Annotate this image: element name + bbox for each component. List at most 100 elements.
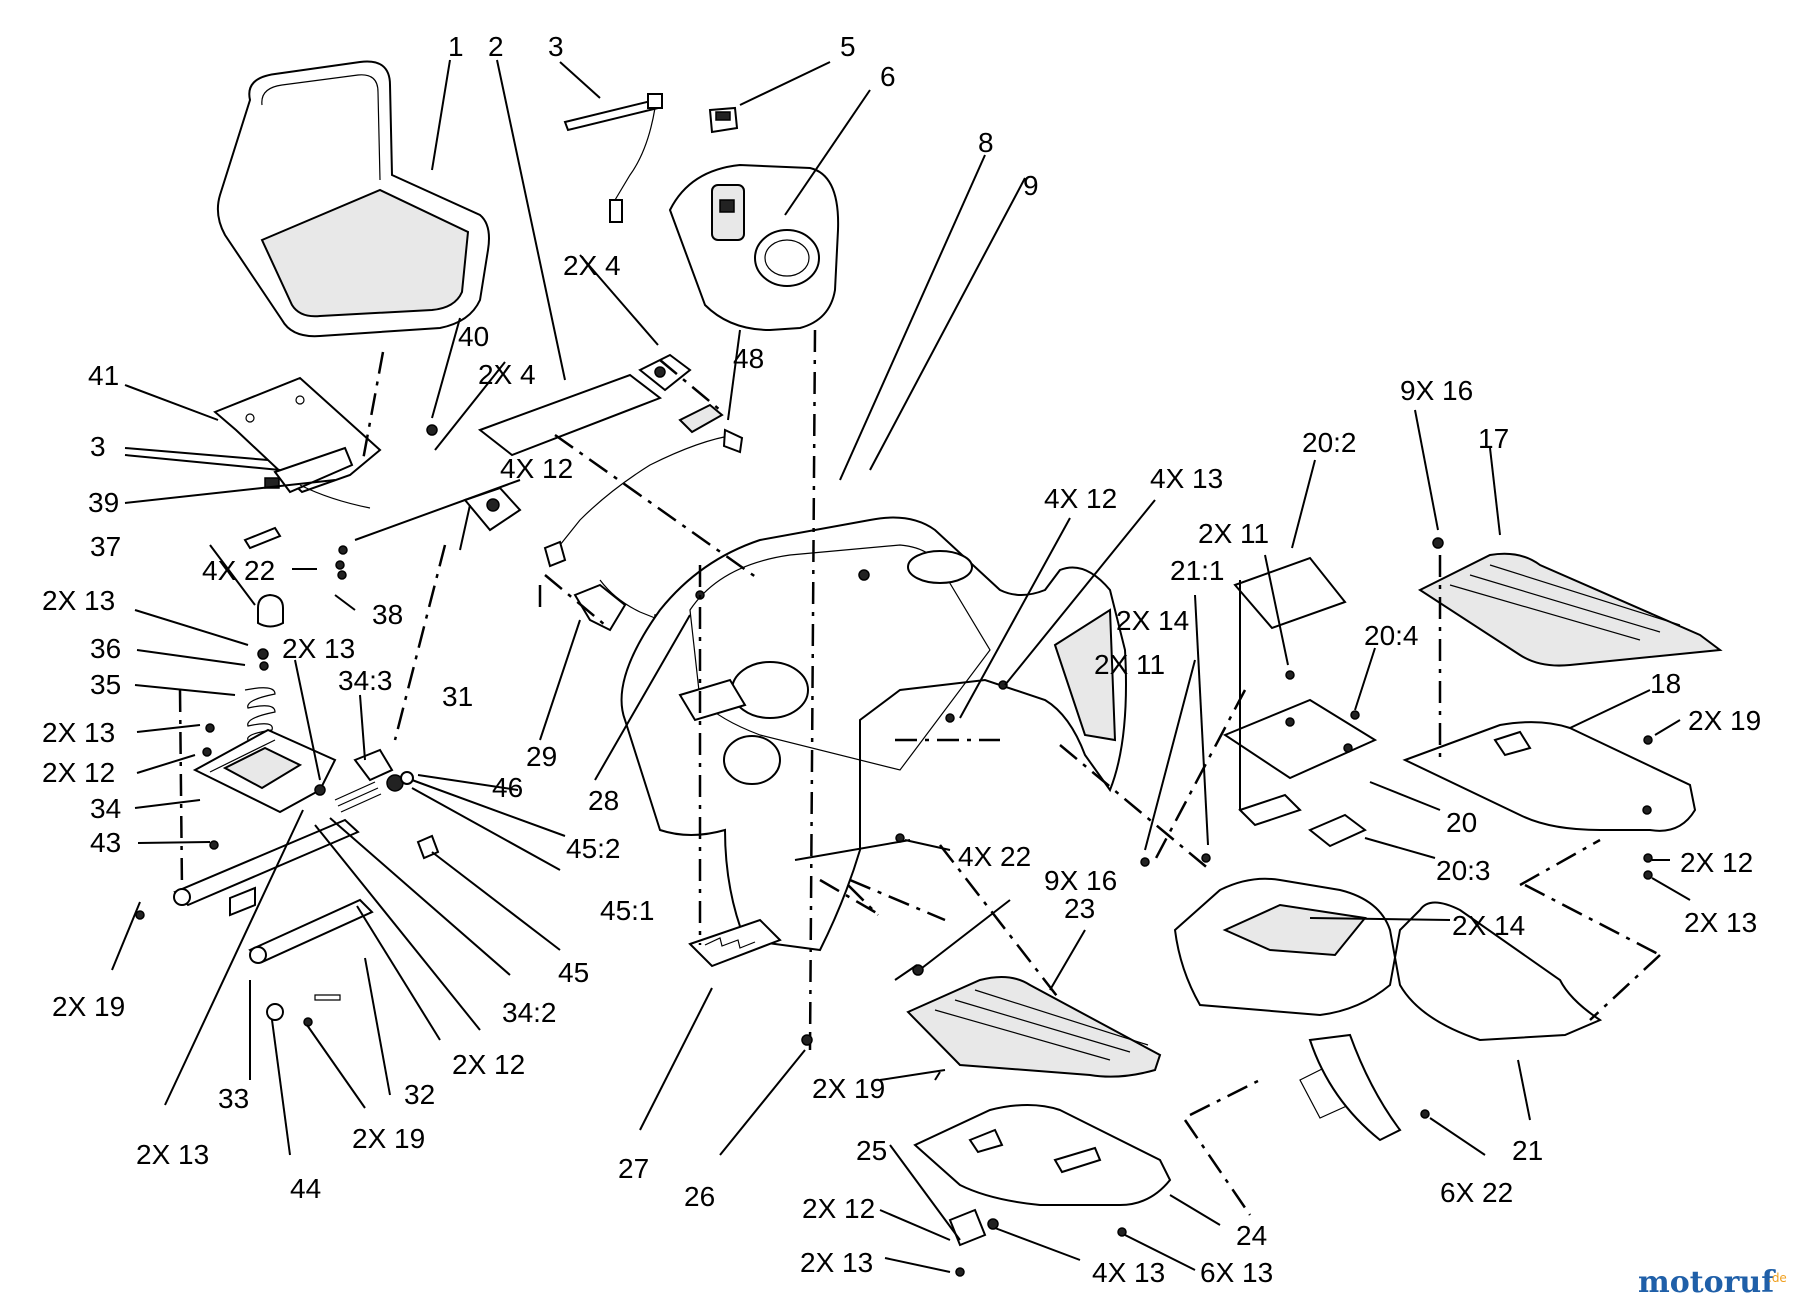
rear-fender-body xyxy=(620,516,1127,952)
callout-45: 45 xyxy=(558,957,589,988)
callout-37: 37 xyxy=(90,531,121,562)
callout-45-2: 45:2 xyxy=(566,833,621,864)
callout-4x22-mid: 4X 22 xyxy=(958,841,1031,872)
callout-2: 2 xyxy=(488,31,504,62)
callout-35: 35 xyxy=(90,669,121,700)
callout-4x12-right: 4X 12 xyxy=(1044,483,1117,514)
callout-2x14-right: 2X 14 xyxy=(1452,910,1525,941)
callout-8: 8 xyxy=(978,127,994,158)
callout-27: 27 xyxy=(618,1153,649,1184)
callout-2x12-a: 2X 12 xyxy=(42,757,115,788)
callout-9x16-mid: 9X 16 xyxy=(1044,865,1117,896)
callout-2x13-right: 2X 13 xyxy=(1684,907,1757,938)
switch-part xyxy=(708,106,739,134)
cover-plate-parts xyxy=(1222,556,1378,848)
callout-32: 32 xyxy=(404,1079,435,1110)
fender-bracket-part xyxy=(688,918,813,1046)
callout-labels: 1 2 3 5 6 8 9 2X 4 48 40 2X 4 41 3 39 4X… xyxy=(42,31,1761,1288)
callout-18: 18 xyxy=(1650,668,1681,699)
callout-4x22-left: 4X 22 xyxy=(202,555,275,586)
callout-20-2: 20:2 xyxy=(1302,427,1357,458)
footrest-mat-left xyxy=(906,964,1162,1078)
callout-2x4-mid: 2X 4 xyxy=(478,359,536,390)
callout-36: 36 xyxy=(90,633,121,664)
callout-43: 43 xyxy=(90,827,121,858)
watermark-logo: motoruf .de xyxy=(1638,1265,1787,1300)
callout-2x13-b: 2X 13 xyxy=(282,633,355,664)
callout-39: 39 xyxy=(88,487,119,518)
callout-2x4-top: 2X 4 xyxy=(563,250,621,281)
callout-20-4: 20:4 xyxy=(1364,620,1419,651)
mid-bracket-part xyxy=(463,486,522,532)
callout-2x11-mid: 2X 11 xyxy=(1094,649,1165,680)
callout-2x19-right: 2X 19 xyxy=(1688,705,1761,736)
callout-6: 6 xyxy=(880,61,896,92)
callout-2x14-top: 2X 14 xyxy=(1116,605,1189,636)
callout-1: 1 xyxy=(448,31,464,62)
seat-adjust-plate xyxy=(192,723,337,814)
callout-28: 28 xyxy=(588,785,619,816)
callout-40: 40 xyxy=(458,321,489,352)
footrest-plate-left xyxy=(913,1104,1172,1277)
callout-21: 21 xyxy=(1512,1135,1543,1166)
callout-2x13-c: 2X 13 xyxy=(42,717,115,748)
callout-2x13-d: 2X 13 xyxy=(136,1139,209,1170)
callout-29: 29 xyxy=(526,741,557,772)
callout-33: 33 xyxy=(218,1083,249,1114)
seat-mount-plate xyxy=(213,376,382,550)
callout-34-2: 34:2 xyxy=(502,997,557,1028)
watermark-domain: .de xyxy=(1768,1271,1787,1285)
callout-4x13-top: 4X 13 xyxy=(1150,463,1223,494)
assembly-centerlines xyxy=(178,329,1661,1216)
control-console-part xyxy=(668,163,840,332)
callout-2x13-a: 2X 13 xyxy=(42,585,115,616)
callout-9: 9 xyxy=(1023,170,1039,201)
knob-spring-assembly xyxy=(244,593,284,741)
callout-2x12-right: 2X 12 xyxy=(1680,847,1753,878)
footrest-plate-right xyxy=(1402,721,1697,832)
callout-45-1: 45:1 xyxy=(600,895,655,926)
callout-26: 26 xyxy=(684,1181,715,1212)
leader-lines xyxy=(111,59,1691,1273)
decal-part xyxy=(477,373,663,457)
callout-34-3: 34:3 xyxy=(338,665,393,696)
callout-25: 25 xyxy=(856,1135,887,1166)
callout-31: 31 xyxy=(442,681,473,712)
callout-2x19-a: 2X 19 xyxy=(52,991,125,1022)
slide-rails xyxy=(173,818,374,1021)
footrest-mat-right xyxy=(1417,537,1723,667)
callout-2x19-b: 2X 19 xyxy=(352,1123,425,1154)
callout-2x13-bottom: 2X 13 xyxy=(800,1247,873,1278)
callout-38: 38 xyxy=(372,599,403,630)
callout-6x22: 6X 22 xyxy=(1440,1177,1513,1208)
callout-20: 20 xyxy=(1446,807,1477,838)
callout-3-top: 3 xyxy=(548,31,564,62)
seat-part xyxy=(216,60,490,338)
watermark-text: motoruf xyxy=(1638,1265,1776,1300)
right-fender-console xyxy=(1173,877,1603,1142)
callout-41: 41 xyxy=(88,360,119,391)
callout-4x13-bottom: 4X 13 xyxy=(1092,1257,1165,1288)
callout-44: 44 xyxy=(290,1173,321,1204)
callout-2x11-top: 2X 11 xyxy=(1198,518,1269,549)
callout-5: 5 xyxy=(840,31,856,62)
callout-2x19-mid: 2X 19 xyxy=(812,1073,885,1104)
callout-20-3: 20:3 xyxy=(1436,855,1491,886)
callout-34: 34 xyxy=(90,793,121,824)
callout-9x16-top: 9X 16 xyxy=(1400,375,1473,406)
callout-3-left: 3 xyxy=(90,431,106,462)
callout-21-1: 21:1 xyxy=(1170,555,1225,586)
callout-17: 17 xyxy=(1478,423,1509,454)
seat-switch-rod xyxy=(563,93,663,223)
callout-2x12-bottom: 2X 12 xyxy=(802,1193,875,1224)
callout-4x12-left: 4X 12 xyxy=(500,453,573,484)
callout-48: 48 xyxy=(733,343,764,374)
callout-46: 46 xyxy=(492,772,523,803)
fasteners xyxy=(135,424,1653,1119)
callout-2x12-b: 2X 12 xyxy=(452,1049,525,1080)
callout-24: 24 xyxy=(1236,1220,1267,1251)
callout-23: 23 xyxy=(1064,893,1095,924)
callout-6x13: 6X 13 xyxy=(1200,1257,1273,1288)
